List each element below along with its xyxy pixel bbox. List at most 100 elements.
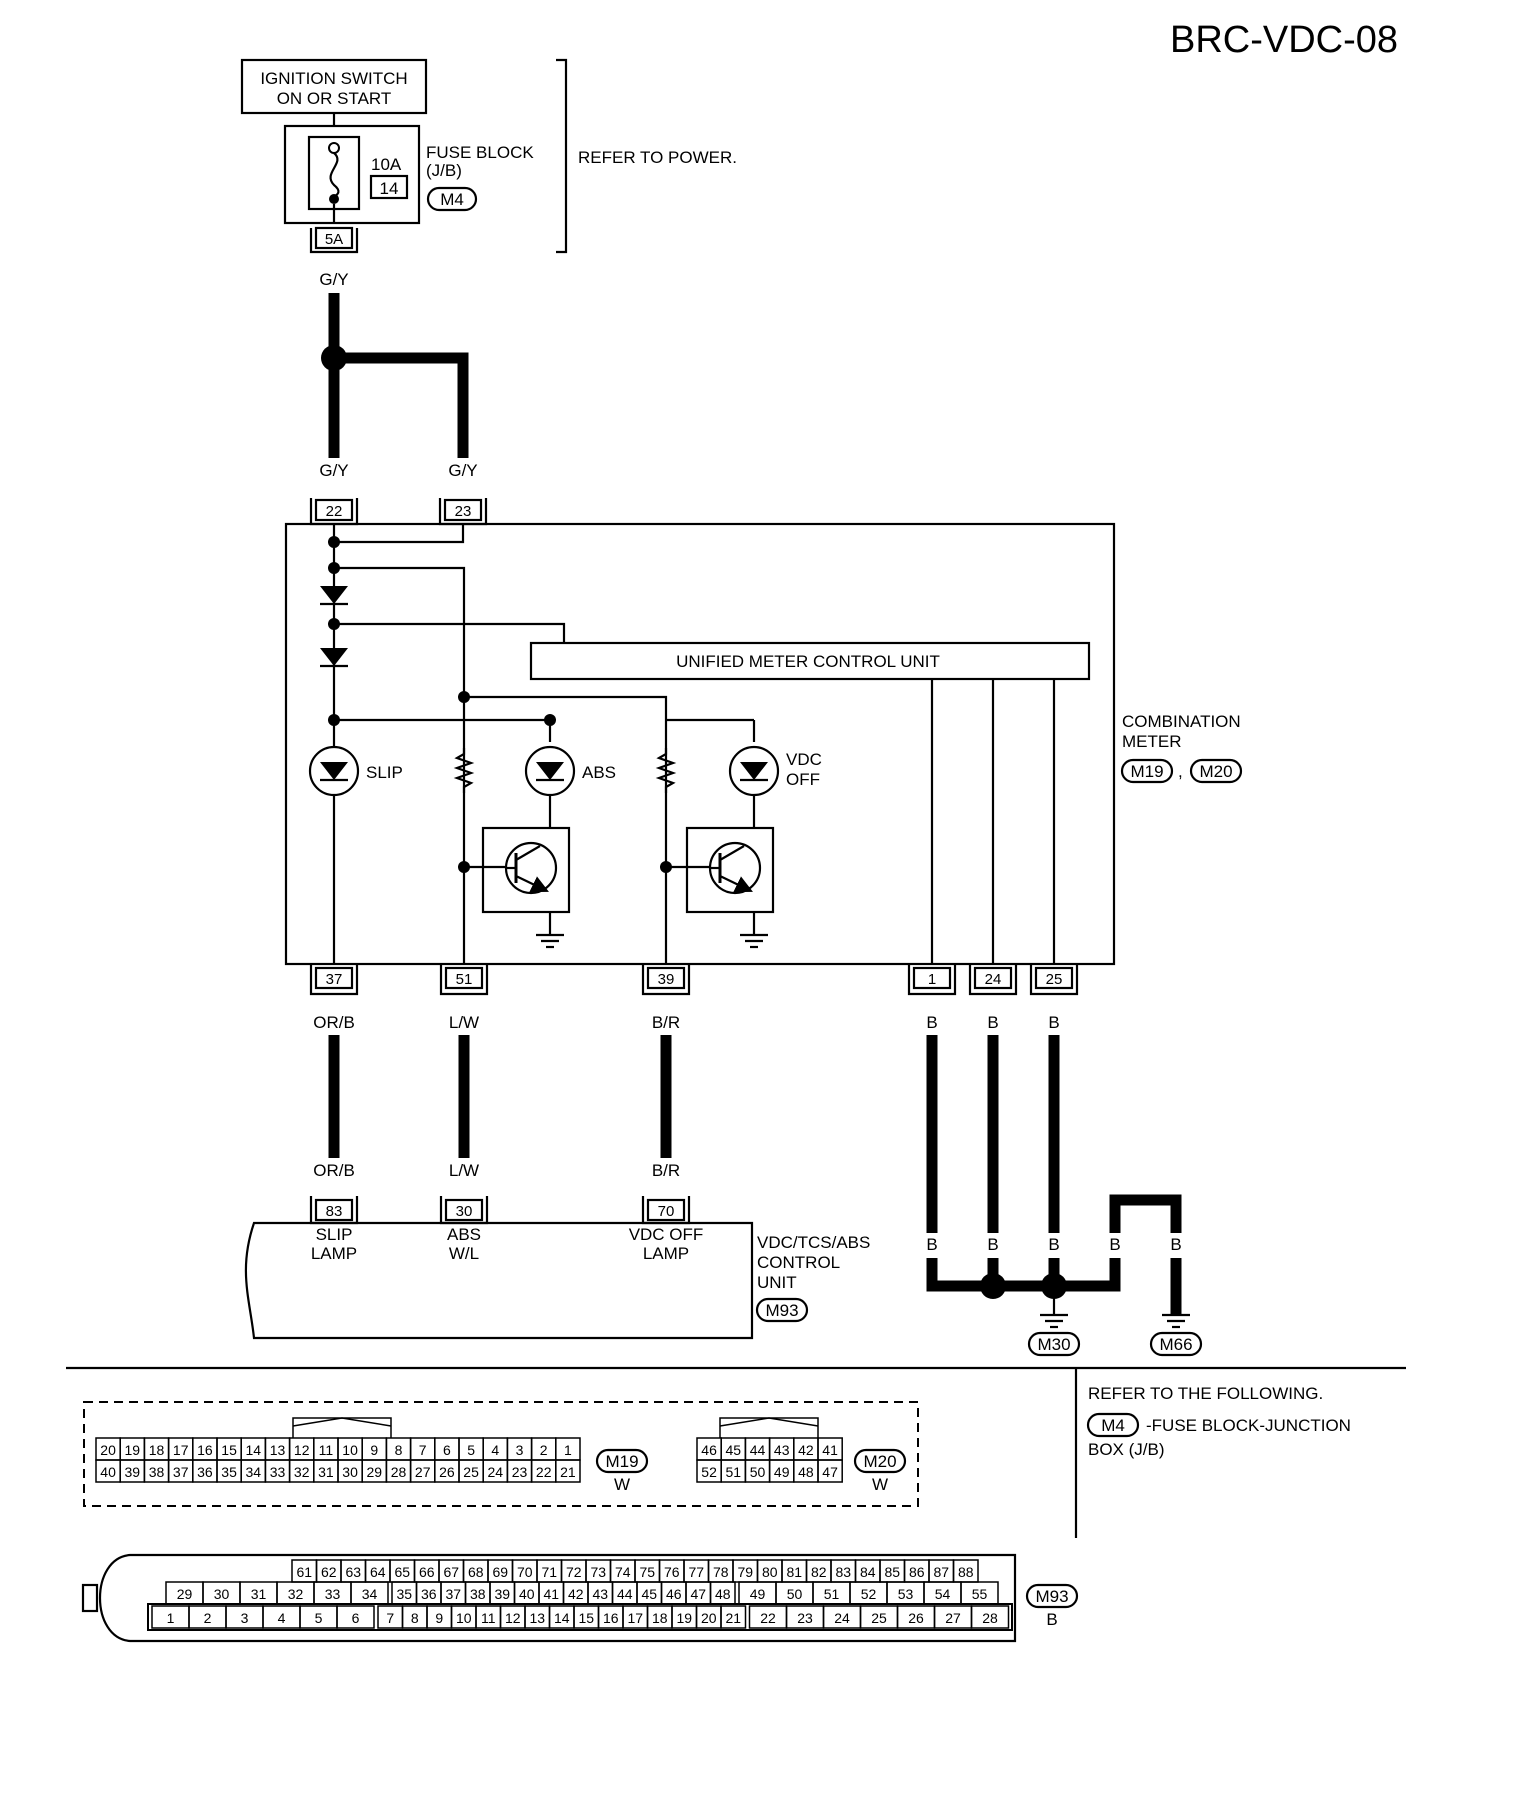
refer-to-power: REFER TO POWER. [578, 148, 737, 167]
pin-number: 34 [362, 1586, 378, 1602]
unified-meter-control-unit [529, 641, 1091, 681]
pin-number: 15 [578, 1610, 594, 1626]
ground-wire-b-1: B [926, 1235, 937, 1254]
wire-color-30: L/W [449, 1161, 479, 1180]
pin-number: 26 [439, 1464, 455, 1480]
connector-key [719, 1417, 819, 1438]
m20-color: W [872, 1475, 888, 1494]
terminal-83-label: 83 [326, 1203, 343, 1220]
ground-m66: M66 [1159, 1335, 1192, 1354]
vdc-slip-label-1: SLIP [316, 1225, 353, 1244]
pin-number: 44 [750, 1442, 766, 1458]
terminal-51: 51 [439, 964, 489, 996]
page-id: BRC-VDC-08 [1170, 19, 1398, 61]
slip-lamp-label: SLIP [366, 763, 403, 782]
vdc-control-unit: 83 30 70 SLIP LAMP ABS W/L VDC OFF LAMP … [244, 1196, 870, 1340]
refer-following-connector: M4 [1101, 1416, 1125, 1435]
abs-lamp-label: ABS [582, 763, 616, 782]
pin-number: 17 [173, 1442, 189, 1458]
pin-cell [970, 1605, 1010, 1629]
pin-number: 75 [639, 1564, 655, 1580]
terminal-70: 70 [641, 1196, 691, 1225]
vdc-abs-label-1: ABS [447, 1225, 481, 1244]
vdc-abs-label-2: W/L [449, 1244, 479, 1263]
pin-number: 42 [798, 1442, 814, 1458]
ground-wire-b-5: B [1170, 1235, 1181, 1254]
terminal-25: 25 [1029, 964, 1079, 996]
pin-number: 78 [713, 1564, 729, 1580]
pin-number: 11 [481, 1610, 496, 1626]
pin-number: 45 [726, 1442, 742, 1458]
pin-number: 25 [871, 1610, 887, 1626]
wire-color-feed: G/Y [319, 270, 348, 289]
pin-number: 52 [861, 1586, 877, 1602]
pin-number: 39 [125, 1464, 141, 1480]
pin-number: 52 [701, 1464, 717, 1480]
pin-number: 9 [370, 1442, 378, 1458]
pin-number: 24 [488, 1464, 504, 1480]
pin-number: 69 [492, 1564, 508, 1580]
combination-meter-label-2: METER [1122, 732, 1182, 751]
ground-wire-b-2: B [987, 1235, 998, 1254]
combination-meter-box [284, 522, 1116, 966]
pin-number: 4 [491, 1442, 499, 1458]
terminal-30-label: 30 [456, 1203, 473, 1220]
pin-number: 12 [294, 1442, 310, 1458]
pin-number: 45 [641, 1586, 657, 1602]
diode-1 [320, 586, 348, 606]
pin-number: 37 [445, 1586, 461, 1602]
combination-meter-label-1: COMBINATION [1122, 712, 1241, 731]
pin-number: 26 [908, 1610, 924, 1626]
wire-color-51: L/W [449, 1013, 479, 1032]
connector-key-mark [719, 1417, 819, 1427]
pin-number: 7 [419, 1442, 427, 1458]
m93-color: B [1046, 1610, 1057, 1629]
pin-number: 76 [664, 1564, 680, 1580]
slip-lamp: SLIP [308, 745, 403, 797]
pin-number: 1 [564, 1442, 572, 1458]
pin-number: 54 [935, 1586, 951, 1602]
terminal-25-label: 25 [1046, 971, 1063, 988]
pin-number: 27 [945, 1610, 961, 1626]
ignition-line2: ON OR START [277, 89, 392, 108]
pin-number: 43 [592, 1586, 608, 1602]
connector-m19-ref: M19 [1130, 762, 1163, 781]
vdc-off-lamp-label-1: VDC [786, 750, 822, 769]
pin-number: 38 [149, 1464, 165, 1480]
pin-number: 74 [615, 1564, 631, 1580]
pin-number: 84 [860, 1564, 876, 1580]
pin-number: 51 [824, 1586, 840, 1602]
ignition-switch: IGNITION SWITCH ON OR START [240, 58, 428, 115]
pin-number: 49 [774, 1464, 790, 1480]
diode-2 [320, 648, 348, 668]
pin-number: 64 [370, 1564, 386, 1580]
pin-number: 63 [345, 1564, 361, 1580]
pin-number: 12 [505, 1610, 521, 1626]
pin-number: 4 [278, 1610, 286, 1626]
pin-number: 85 [884, 1564, 900, 1580]
pin-number: 25 [463, 1464, 479, 1480]
transistor-vdc [666, 826, 775, 949]
pin-number: 41 [822, 1442, 838, 1458]
refer-following-line1: REFER TO THE FOLLOWING. [1088, 1384, 1323, 1403]
pin-number: 62 [321, 1564, 337, 1580]
pin-number: 65 [394, 1564, 410, 1580]
pin-number: 31 [318, 1464, 334, 1480]
pin-number: 24 [834, 1610, 850, 1626]
pin-number: 43 [774, 1442, 790, 1458]
fuse-amperage: 10A [371, 155, 402, 174]
refer-following-text: -FUSE BLOCK-JUNCTION [1146, 1416, 1351, 1435]
wire-color-39: B/R [652, 1013, 680, 1032]
wire-color-25: B [1048, 1013, 1059, 1032]
pin-number: 2 [540, 1442, 548, 1458]
terminal-1-label: 1 [928, 971, 936, 988]
pin-number: 3 [241, 1610, 249, 1626]
row-frame [147, 1603, 1013, 1631]
connector-key [292, 1417, 392, 1438]
pin-number: 77 [688, 1564, 704, 1580]
pin-number: 30 [342, 1464, 358, 1480]
pin-number: 87 [933, 1564, 949, 1580]
